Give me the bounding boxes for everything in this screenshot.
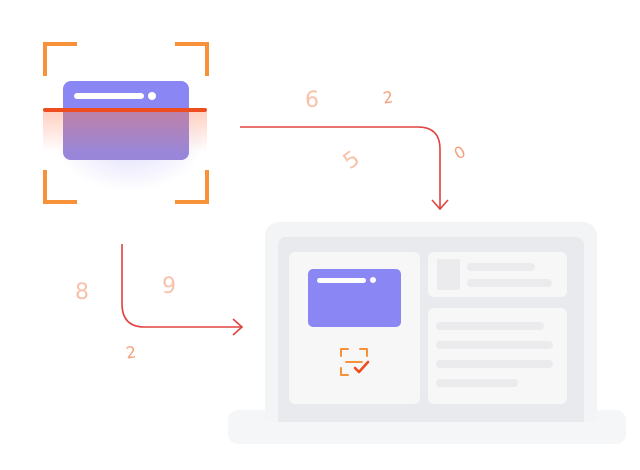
- digit-9: 9: [162, 274, 176, 299]
- scan-corner-bottom-left: [43, 170, 77, 204]
- scanned-card-dot: [148, 92, 156, 100]
- scan-check-icon: [340, 348, 370, 376]
- details-line-4: [436, 379, 518, 387]
- digit-2-bottom: 2: [124, 342, 138, 363]
- profile-line-1: [467, 263, 535, 271]
- avatar-placeholder: [437, 259, 460, 290]
- scan-corner-bottom-right: [175, 170, 209, 204]
- recognized-card: [308, 269, 401, 327]
- digit-2-top: 2: [381, 87, 395, 108]
- scan-line: [43, 108, 207, 112]
- arrow-head-right: [232, 318, 244, 336]
- digit-6: 6: [305, 88, 319, 113]
- scanned-card-line: [74, 93, 144, 99]
- recognized-card-dot: [370, 277, 376, 283]
- arrow-to-card: [121, 244, 241, 328]
- details-line-2: [436, 341, 553, 349]
- scan-corner-top-left: [43, 42, 77, 76]
- recognized-card-line: [317, 278, 366, 283]
- profile-line-2: [467, 279, 552, 287]
- scan-corner-top-right: [175, 42, 209, 76]
- scanned-card: [63, 81, 189, 160]
- arrow-to-screen-top: [240, 126, 441, 208]
- details-line-3: [436, 360, 553, 368]
- digit-8: 8: [75, 280, 89, 305]
- scan-beam-glow: [43, 112, 207, 152]
- arrow-head-down: [431, 199, 449, 211]
- scanned-card-shade: [63, 109, 189, 160]
- details-line-1: [436, 322, 544, 330]
